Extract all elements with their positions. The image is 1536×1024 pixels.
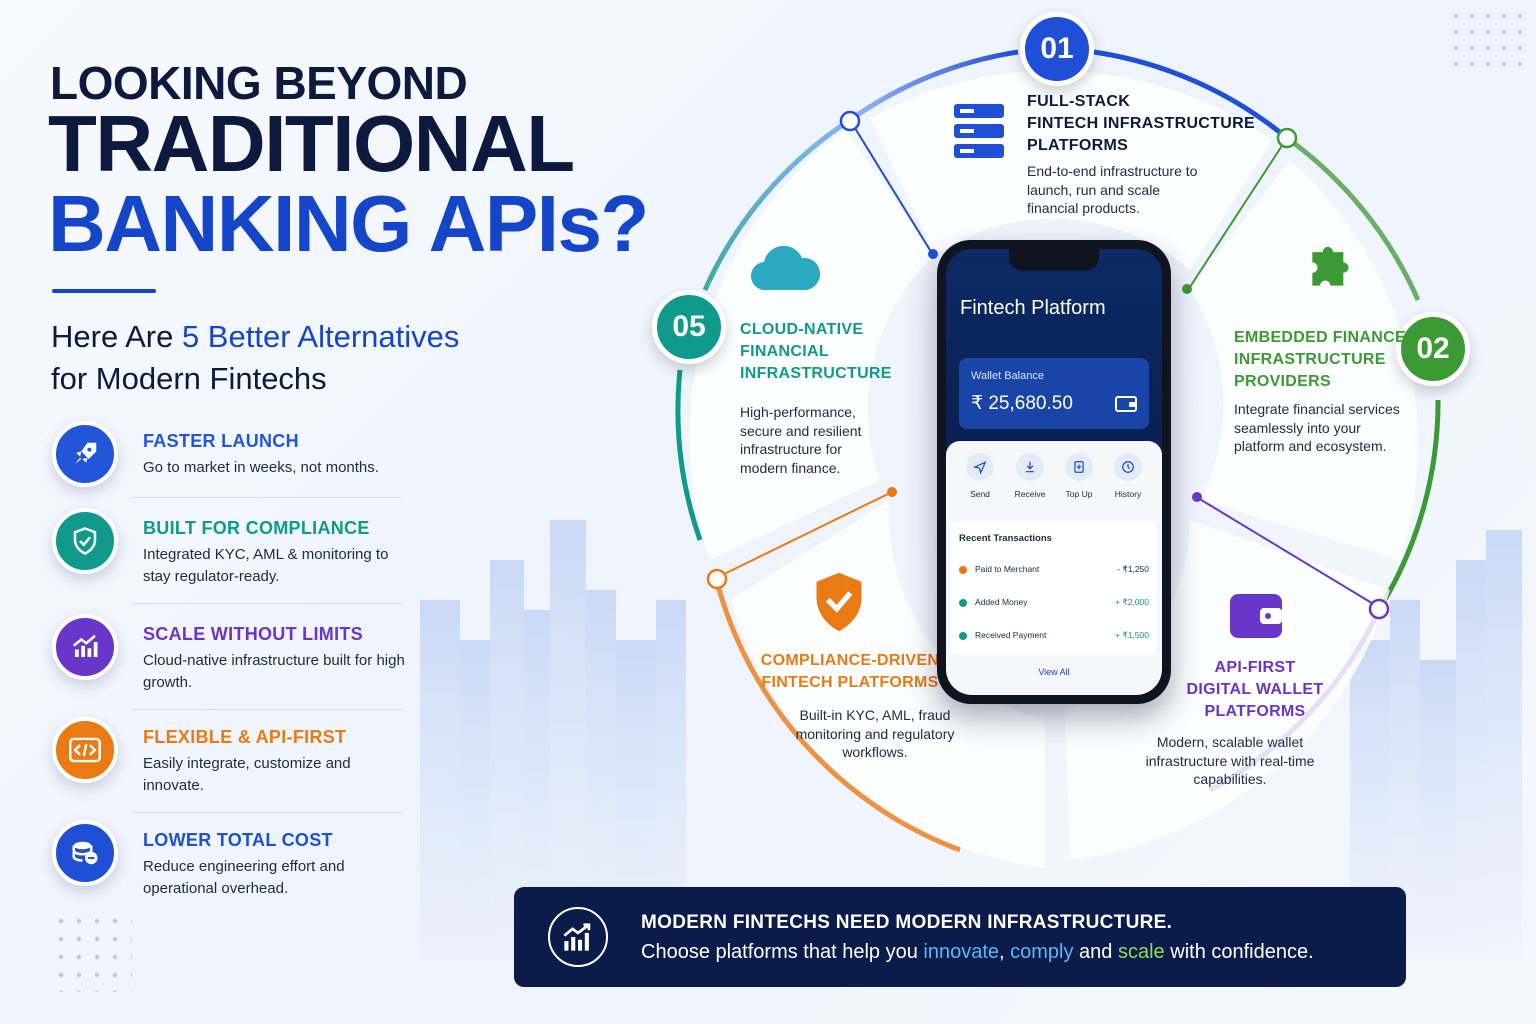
phone-title: Fintech Platform	[960, 297, 1106, 319]
section-desc-03: Modern, scalable wallet infrastructure w…	[1145, 734, 1315, 787]
action-topup[interactable]: Top Up	[1055, 453, 1103, 499]
view-all-link[interactable]: View All	[1038, 667, 1070, 677]
wallet-label: Wallet Balance	[971, 370, 1044, 382]
phone-notch	[1009, 249, 1099, 271]
banner-heading: MODERN FINTECHS NEED MODERN INFRASTRUCTU…	[641, 912, 1173, 933]
feature-faster-launch: FASTER LAUNCH Go to market in weeks, not…	[52, 421, 412, 513]
feature-divider	[132, 603, 402, 604]
feature-lower-cost: LOWER TOTAL COST Reduce engineering effo…	[52, 820, 412, 912]
transaction-row[interactable]: Received Payment + ₹1,500	[959, 629, 1149, 643]
headline-line1: LOOKING BEYOND	[50, 57, 468, 109]
section-number-01: 01	[1020, 12, 1094, 86]
action-receive[interactable]: Receive	[1006, 453, 1054, 499]
transaction-amount: + ₹1,500	[1114, 630, 1149, 640]
topup-icon	[1065, 453, 1093, 481]
status-dot	[959, 632, 967, 640]
wallet-icon	[1226, 588, 1286, 647]
puzzle-icon	[1302, 234, 1364, 301]
section-desc-04: Built-in KYC, AML, fraud monitoring and …	[795, 707, 955, 760]
phone-card: Send Receive Top Up History Recent Trans…	[946, 441, 1162, 695]
feature-divider	[132, 812, 402, 813]
subtitle: Here Are 5 Better Alternatives for Moder…	[51, 316, 459, 400]
wallet-icon	[1115, 396, 1137, 412]
transaction-row[interactable]: Added Money + ₹2,000	[959, 596, 1149, 610]
feature-title: FASTER LAUNCH	[143, 431, 299, 451]
coins-icon	[52, 820, 118, 886]
rocket-icon	[52, 421, 118, 487]
section-desc-05: High-performance, secure and resilient i…	[740, 404, 862, 476]
feature-title: FLEXIBLE & API-FIRST	[143, 727, 347, 747]
transaction-row[interactable]: Paid to Merchant - ₹1,250	[959, 563, 1149, 577]
transactions-title: Recent Transactions	[959, 533, 1052, 544]
feature-api-first: FLEXIBLE & API-FIRST Easily integrate, c…	[52, 717, 412, 809]
feature-title: LOWER TOTAL COST	[143, 830, 333, 850]
code-icon	[52, 717, 118, 783]
cloud-icon	[748, 240, 821, 299]
phone-screen: Fintech Platform Wallet Balance ₹ 25,680…	[946, 249, 1162, 695]
headline-line3: BANKING APIs?	[48, 179, 649, 268]
feature-title: SCALE WITHOUT LIMITS	[143, 624, 363, 644]
action-history[interactable]: History	[1104, 453, 1152, 499]
subtitle-line2: for Modern Fintechs	[51, 361, 327, 396]
section-desc-02: Integrate financial services seamlessly …	[1234, 401, 1400, 454]
feature-title: BUILT FOR COMPLIANCE	[143, 518, 370, 538]
server-icon	[952, 100, 1006, 167]
feature-compliance: BUILT FOR COMPLIANCE Integrated KYC, AML…	[52, 508, 412, 600]
transaction-name: Added Money	[975, 597, 1028, 607]
growth-chart-icon	[548, 907, 608, 967]
headline-line2: TRADITIONAL	[48, 99, 575, 188]
highlight-scale: scale	[1117, 941, 1165, 963]
transaction-name: Received Payment	[975, 630, 1047, 640]
send-icon	[966, 453, 994, 481]
highlight-comply: comply	[1010, 941, 1074, 963]
action-send[interactable]: Send	[956, 453, 1004, 499]
feature-divider	[132, 709, 402, 710]
highlight-innovate: innovate	[923, 941, 1000, 963]
transaction-name: Paid to Merchant	[975, 564, 1040, 574]
receive-icon	[1016, 453, 1044, 481]
shield-check-icon	[52, 508, 118, 574]
decorative-dot-grid	[52, 912, 132, 992]
status-dot	[959, 566, 967, 574]
feature-desc: Go to market in weeks, not months.	[143, 459, 379, 476]
decorative-dot-grid	[1448, 8, 1528, 78]
phone-mockup: Fintech Platform Wallet Balance ₹ 25,680…	[937, 240, 1171, 704]
transaction-amount: - ₹1,250	[1117, 564, 1149, 574]
shield-check-icon	[812, 570, 866, 639]
wallet-balance-card[interactable]: Wallet Balance ₹ 25,680.50	[959, 358, 1149, 429]
subtitle-prefix: Here Are	[51, 319, 182, 354]
history-icon	[1114, 453, 1142, 481]
recent-transactions: Recent Transactions Paid to Merchant - ₹…	[951, 521, 1157, 655]
action-label: Send	[970, 489, 990, 499]
banner-text: Choose platforms that help you innovate,…	[641, 941, 1314, 963]
section-desc-01: End-to-end infrastructure to launch, run…	[1027, 163, 1198, 216]
title-underline	[52, 289, 156, 293]
subtitle-highlight: 5 Better Alternatives	[181, 319, 460, 354]
bottom-banner: MODERN FINTECHS NEED MODERN INFRASTRUCTU…	[514, 887, 1406, 987]
transaction-amount: + ₹2,000	[1114, 597, 1149, 607]
feature-desc: Reduce engineering effort and operationa…	[143, 858, 345, 897]
feature-scale: SCALE WITHOUT LIMITS Cloud-native infras…	[52, 614, 412, 706]
growth-chart-icon	[52, 614, 118, 680]
wallet-value: ₹ 25,680.50	[971, 393, 1073, 414]
section-number-05: 05	[652, 290, 726, 364]
section-number-02: 02	[1396, 312, 1470, 386]
feature-divider	[132, 497, 402, 498]
action-label: History	[1114, 489, 1142, 499]
status-dot	[959, 599, 967, 607]
action-label: Top Up	[1065, 489, 1093, 499]
feature-desc: Integrated KYC, AML & monitoring to stay…	[143, 546, 389, 585]
action-label: Receive	[1014, 489, 1046, 499]
feature-desc: Cloud-native infrastructure built for hi…	[143, 652, 405, 691]
feature-desc: Easily integrate, customize and innovate…	[143, 755, 351, 794]
